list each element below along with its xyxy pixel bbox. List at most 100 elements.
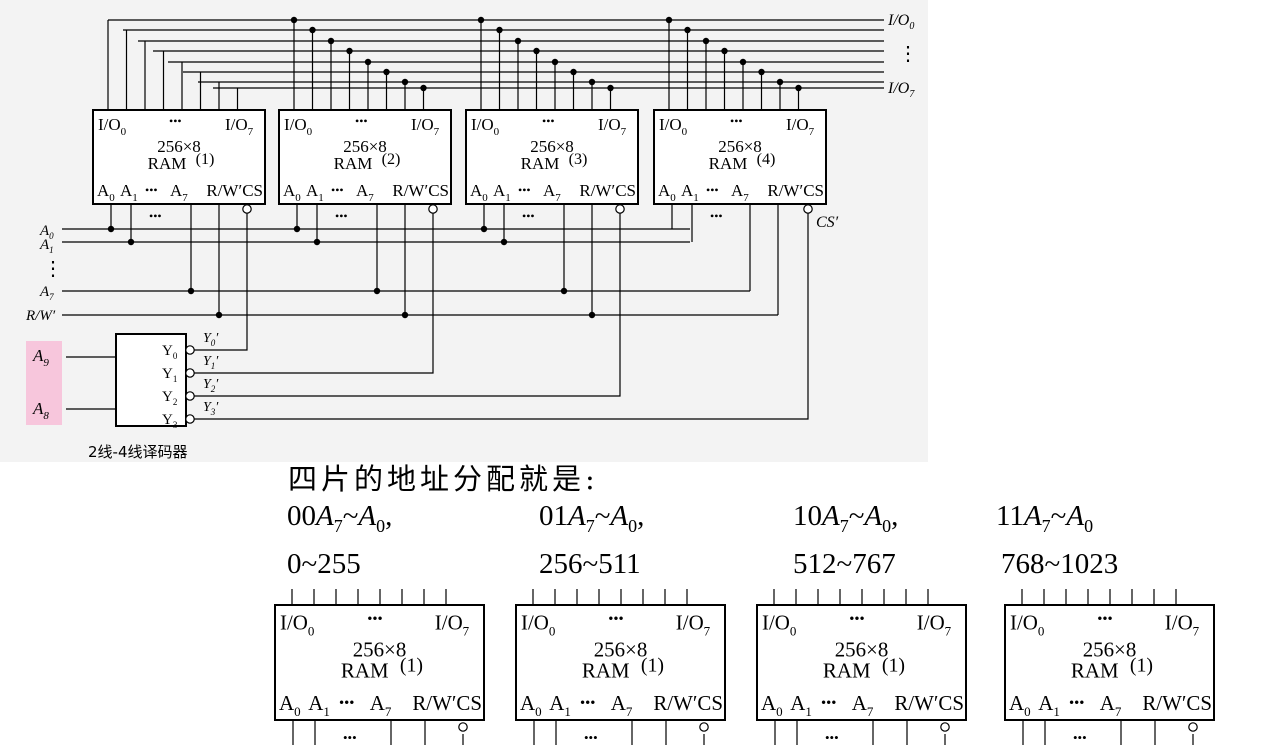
chip-number-label: (2) (382, 151, 401, 168)
chip-number-label: (1) (882, 654, 905, 676)
bottom-ram-chip-3 (756, 604, 967, 721)
junction-dot (290, 16, 298, 24)
input-vdots: ⋮ (43, 258, 63, 280)
chip-io-ellipsis: ••• (1097, 611, 1113, 627)
chip-a0-label: A0 (283, 181, 301, 204)
chip-size-label: 256×8 (530, 137, 574, 156)
chip-a1-label: A1 (308, 691, 330, 719)
chip-a0-label: A0 (761, 691, 783, 719)
decoder-input-a9-label: A9 (32, 346, 49, 369)
bus-vdots: ⋮ (898, 43, 918, 65)
cs-label: CS′ (816, 214, 839, 231)
chip-number-label: (1) (400, 654, 423, 676)
chip-io-ellipsis: ••• (849, 611, 865, 627)
junction-dot (309, 26, 316, 34)
junction-dot (758, 68, 765, 76)
chip-a1-label: A1 (549, 691, 571, 719)
decoder-output-bubble (185, 345, 195, 355)
junction-dot (401, 311, 409, 319)
chip-type-label: RAM (148, 154, 187, 173)
chip-addr-ellipsis: ••• (339, 696, 355, 712)
decoder-output-y0-prime-label: Y0′ (203, 331, 219, 348)
chip-io0-label: I/O0 (471, 115, 500, 138)
chip-addr-ellipsis: ••• (821, 696, 837, 712)
chip-type-label: RAM (341, 659, 389, 683)
decoder-output-y1-label: Y1 (162, 366, 177, 384)
chip-a7-label: A7 (611, 691, 633, 719)
allocation-4-range: 768~1023 (1001, 548, 1119, 580)
bottom-chip-pin-ellipsis: ••• (343, 730, 357, 745)
junction-dot (500, 238, 508, 246)
junction-dot (313, 238, 321, 246)
junction-dot (346, 47, 353, 55)
chip-a7-label: A7 (543, 181, 561, 204)
chip-addr-ellipsis: ••• (518, 183, 531, 197)
chip-a1-label: A1 (1038, 691, 1060, 719)
junction-dot (477, 16, 485, 24)
chip-size-label: 256×8 (1083, 638, 1137, 662)
chip-io0-label: I/O0 (284, 115, 313, 138)
chip-number-label: (1) (196, 151, 215, 168)
chip-a0-label: A0 (470, 181, 488, 204)
chip-pin-ellipsis: ••• (710, 209, 723, 223)
junction-dot (187, 287, 195, 295)
chip-a1-label: A1 (681, 181, 699, 204)
bottom-chip-cs-bubble (458, 722, 468, 732)
chip-io0-label: I/O0 (98, 115, 127, 138)
chip-type-label: RAM (582, 659, 630, 683)
ram-chip-4 (653, 109, 827, 205)
chip-io0-label: I/O0 (521, 611, 555, 639)
chip-cs-bubble (803, 204, 813, 214)
bottom-ram-chip-4 (1004, 604, 1215, 721)
chip-a0-label: A0 (279, 691, 301, 719)
junction-dot (107, 225, 115, 233)
chip-select-wire-4 (194, 213, 809, 420)
chip-io7-label: I/O7 (676, 611, 711, 639)
junction-dot (480, 225, 488, 233)
chip-io7-label: I/O7 (917, 611, 952, 639)
decoder-output-bubble (185, 368, 195, 378)
junction-dot (665, 16, 673, 24)
bottom-chip-cs-bubble (699, 722, 709, 732)
chip-rw-cs-label: R/W′CS (579, 181, 636, 200)
junction-dot (795, 84, 802, 92)
chip-a7-label: A7 (170, 181, 188, 204)
chip-rw-cs-label: R/W′CS (767, 181, 824, 200)
chip-io7-label: I/O7 (786, 115, 815, 138)
input-rw-label: R/W′ (25, 308, 56, 324)
chip-size-label: 256×8 (718, 137, 762, 156)
chip-addr-ellipsis: ••• (331, 183, 344, 197)
chip-io7-label: I/O7 (435, 611, 470, 639)
chip-a7-label: A7 (356, 181, 374, 204)
input-a1-label: A1 (39, 237, 54, 255)
chip-addr-ellipsis: ••• (1069, 696, 1085, 712)
chip-io0-label: I/O0 (280, 611, 314, 639)
decoder-output-y1-prime-label: Y1′ (203, 354, 219, 371)
chip-a1-label: A1 (306, 181, 324, 204)
chip-io0-label: I/O0 (762, 611, 796, 639)
chip-rw-cs-label: R/W′CS (653, 691, 723, 715)
chip-io-ellipsis: ••• (169, 114, 182, 128)
junction-dot (496, 26, 503, 34)
chip-number-label: (1) (641, 654, 664, 676)
chip-addr-ellipsis: ••• (706, 183, 719, 197)
chip-io-ellipsis: ••• (355, 114, 368, 128)
chip-number-label: (3) (569, 151, 588, 168)
ram-chip-3 (465, 109, 639, 205)
junction-dot (560, 287, 568, 295)
junction-dot (570, 68, 577, 76)
chip-rw-cs-label: R/W′CS (412, 691, 482, 715)
chip-a1-label: A1 (493, 181, 511, 204)
input-a0-label: A0 (39, 223, 54, 241)
chip-io0-label: I/O0 (1010, 611, 1044, 639)
junction-dot (588, 311, 596, 319)
allocation-1-prefix: 00A7~A0, (287, 500, 393, 536)
chip-select-wire-3 (194, 213, 621, 397)
chip-number-label: (4) (757, 151, 776, 168)
chip-a7-label: A7 (731, 181, 749, 204)
chip-io-ellipsis: ••• (730, 114, 743, 128)
chip-io7-label: I/O7 (598, 115, 627, 138)
chip-a1-label: A1 (120, 181, 138, 204)
chip-a1-label: A1 (790, 691, 812, 719)
